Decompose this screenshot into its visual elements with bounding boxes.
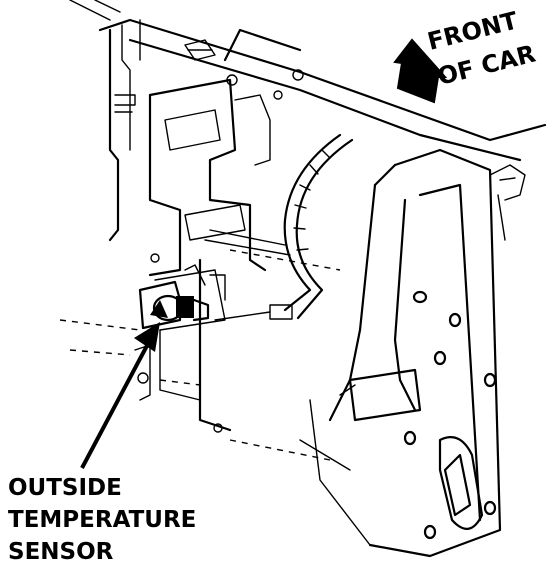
outside-temperature-sensor [138,264,210,330]
sensor-label-line-3: SENSOR [8,539,114,565]
sensor-leader-arrow [80,322,160,469]
radiator-support-structure [59,0,547,558]
front-of-car-indicator: FRONT OF CAR [393,6,538,104]
arrow-head-icon [134,322,160,352]
front-arrow-icon [393,38,448,104]
sensor-label-line-2: TEMPERATURE [8,507,196,533]
sensor-callout-label: OUTSIDE TEMPERATURE SENSOR [8,475,196,565]
sensor-label-line-1: OUTSIDE [8,475,122,501]
